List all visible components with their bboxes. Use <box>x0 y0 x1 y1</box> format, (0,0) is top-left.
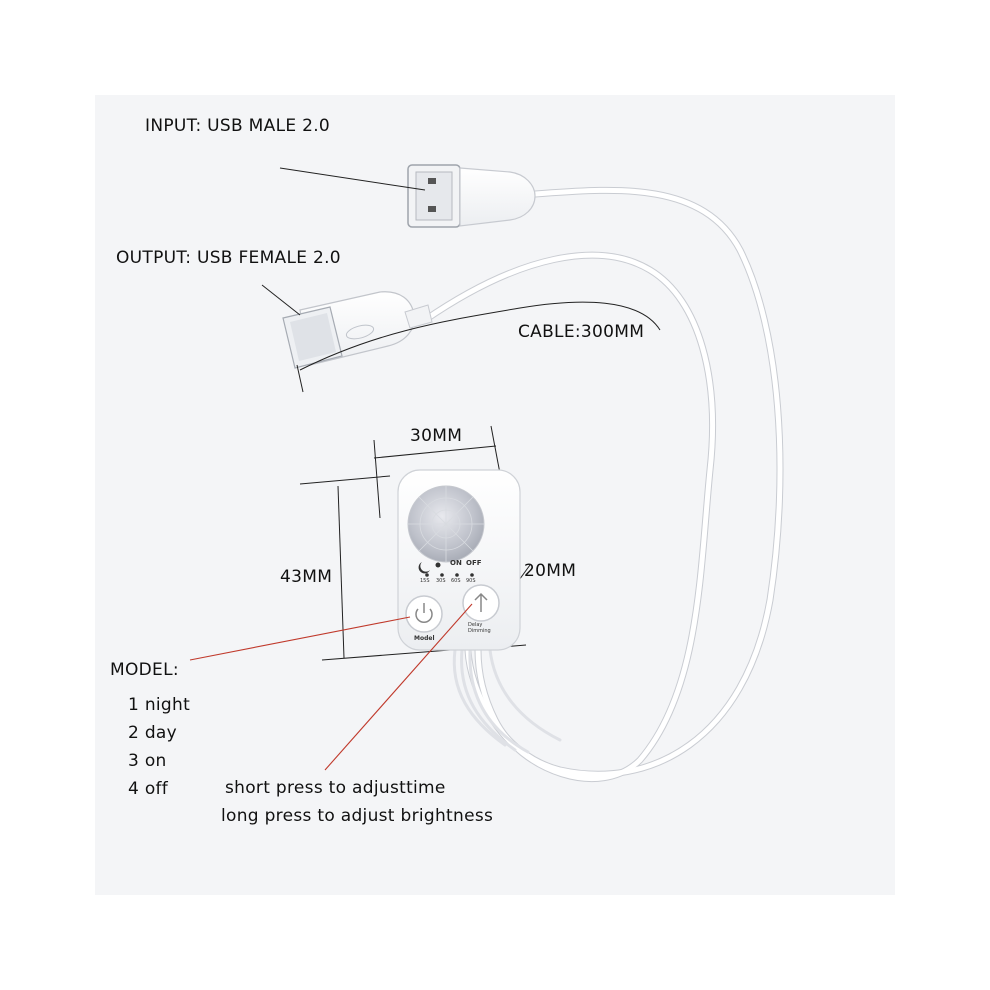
timer-label: 90S <box>466 578 476 584</box>
usb-female-socket <box>282 291 433 369</box>
height-dimension-label: 43MM <box>280 567 333 587</box>
short-press-note: short press to adjusttime <box>225 778 446 798</box>
model-button-label: Model <box>414 635 435 642</box>
depth-dimension-label: 20MM <box>524 561 577 581</box>
arrow-up-icon <box>474 592 488 612</box>
moon-icon <box>418 562 430 574</box>
model-button <box>405 595 443 633</box>
on-label: ON <box>450 559 462 567</box>
dimension-lines <box>261 167 661 661</box>
timer-label: 60S <box>451 578 461 584</box>
sun-icon <box>435 562 441 568</box>
output-label: OUTPUT: USB FEMALE 2.0 <box>116 248 341 268</box>
long-press-note: long press to adjust brightness <box>221 806 494 826</box>
timer-label: 30S <box>436 578 446 584</box>
timer-label: 15S <box>420 578 430 584</box>
cable-group <box>421 186 784 783</box>
motion-sensor-device <box>397 469 521 651</box>
cable-length-label: CABLE:300MM <box>518 322 645 342</box>
pointer-lines <box>189 603 473 771</box>
off-label: OFF <box>466 559 482 567</box>
power-icon <box>415 608 433 624</box>
width-dimension-label: 30MM <box>410 426 463 446</box>
model-item: 2 day <box>128 723 177 743</box>
delay-dimming-label: Delay Dimming <box>468 622 491 634</box>
model-heading: MODEL: <box>110 660 179 680</box>
model-item: 4 off <box>128 779 169 799</box>
usb-male-plug <box>407 164 536 228</box>
model-item: 3 on <box>128 751 167 771</box>
model-item: 1 night <box>128 695 191 715</box>
input-label: INPUT: USB MALE 2.0 <box>145 116 331 136</box>
